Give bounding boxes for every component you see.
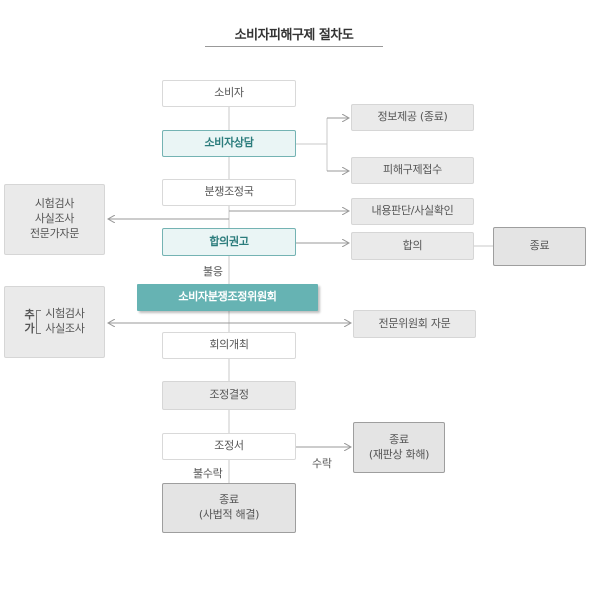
reject-label: 불수락 (193, 467, 223, 480)
relief-node: 피해구제접수 (351, 157, 474, 184)
add-inspection-node: 추 가 시험검사 사실조사 (4, 286, 105, 358)
add-item: 사실조사 (45, 322, 85, 335)
inspection-item: 사실조사 (34, 212, 75, 226)
add-items: 시험검사 사실조사 (45, 307, 85, 337)
inspection-item: 시험검사 (34, 197, 75, 211)
end-trial-node: 종료 (재판상 화해) (353, 422, 445, 473)
add-word: 추 가 (24, 308, 34, 337)
add-item: 시험검사 (45, 307, 85, 321)
end-judicial-line: 종료 (219, 493, 239, 507)
decision-node: 조정결정 (162, 381, 296, 410)
not-accepted-label: 불응 (203, 265, 223, 278)
expert-advice-node: 전문위원회 자문 (353, 310, 476, 338)
accept-label: 수락 (312, 457, 332, 470)
end-right-node: 종료 (493, 227, 586, 266)
dispute-bureau-node: 분쟁조정국 (162, 179, 296, 206)
bracket-shape (36, 310, 42, 334)
meeting-node: 회의개최 (162, 332, 296, 359)
consult-node: 소비자상담 (162, 130, 296, 157)
committee-node: 소비자분쟁조정위원회 (137, 284, 318, 311)
title-underline (205, 46, 383, 47)
page-title: 소비자피해구제 절차도 (234, 28, 354, 43)
inspection-item: 전문가자문 (29, 226, 80, 240)
consumer-node: 소비자 (162, 80, 296, 107)
info-node: 정보제공 (종료) (351, 104, 474, 131)
inspection-left-node: 시험검사 사실조사 전문가자문 (4, 184, 105, 255)
agreement-node: 합의 (351, 232, 474, 260)
agreement-advice-node: 합의권고 (162, 228, 296, 256)
end-trial-line: 종료 (389, 432, 409, 446)
add-char: 가 (24, 322, 35, 335)
end-trial-line: (재판상 화해) (368, 447, 430, 461)
end-judicial-node: 종료 (사법적 해결) (162, 483, 296, 533)
content-check-node: 내용판단/사실확인 (351, 198, 474, 225)
end-judicial-line: (사법적 해결) (198, 508, 260, 521)
mediation-doc-node: 조정서 (162, 433, 296, 460)
add-char: 추 (24, 307, 35, 321)
